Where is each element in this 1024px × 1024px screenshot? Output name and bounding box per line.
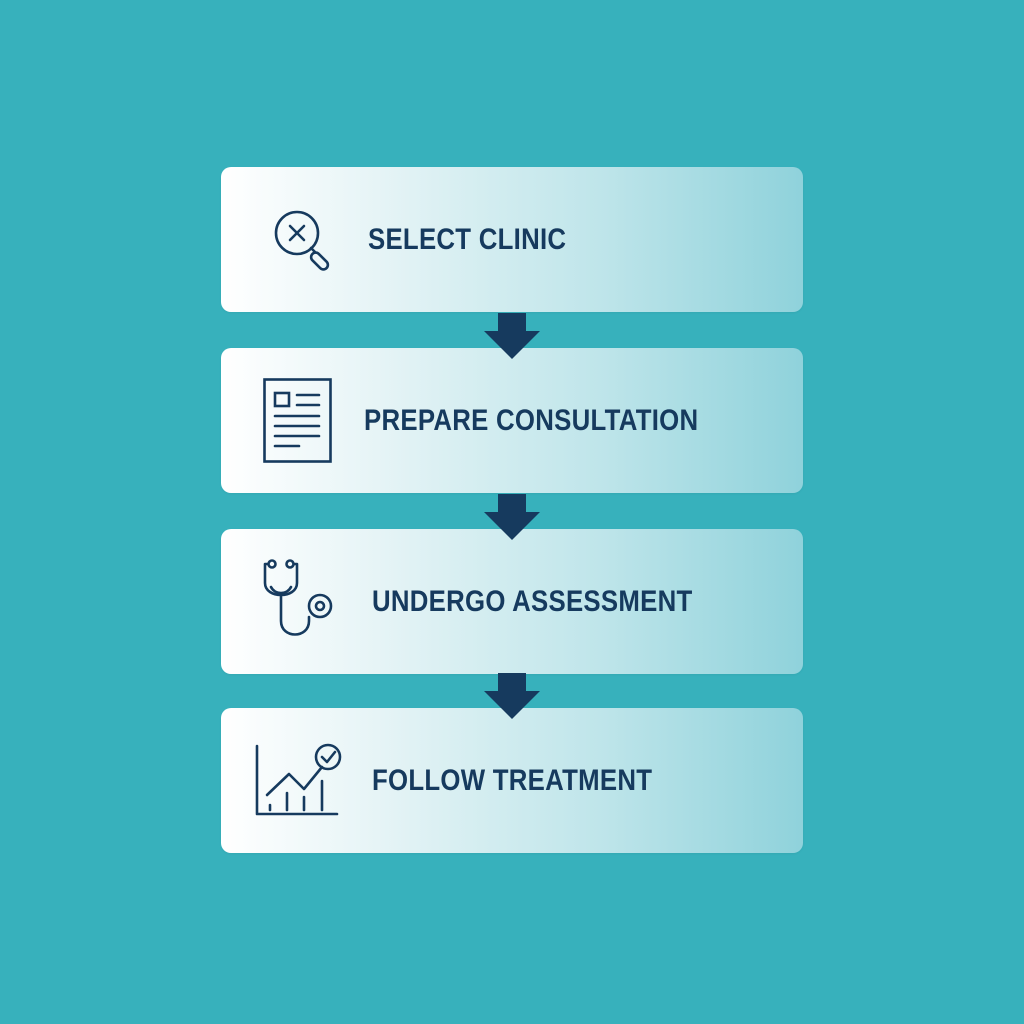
step-label: PREPARE CONSULTATION xyxy=(364,403,699,437)
search-x-icon xyxy=(271,205,341,275)
step-card-undergo-assessment: UNDERGO ASSESSMENT xyxy=(221,529,803,674)
arrow-down-icon xyxy=(483,313,541,359)
step-label: FOLLOW TREATMENT xyxy=(372,763,653,797)
step-card-follow-treatment: FOLLOW TREATMENT xyxy=(221,708,803,853)
step-card-select-clinic: SELECT CLINIC xyxy=(221,167,803,312)
stethoscope-icon xyxy=(261,558,337,645)
document-icon xyxy=(263,377,333,464)
step-label: UNDERGO ASSESSMENT xyxy=(372,584,693,618)
step-label: SELECT CLINIC xyxy=(368,222,567,256)
step-card-prepare-consultation: PREPARE CONSULTATION xyxy=(221,348,803,493)
arrow-down-icon xyxy=(483,673,541,719)
chart-check-icon xyxy=(254,741,344,821)
arrow-down-icon xyxy=(483,494,541,540)
